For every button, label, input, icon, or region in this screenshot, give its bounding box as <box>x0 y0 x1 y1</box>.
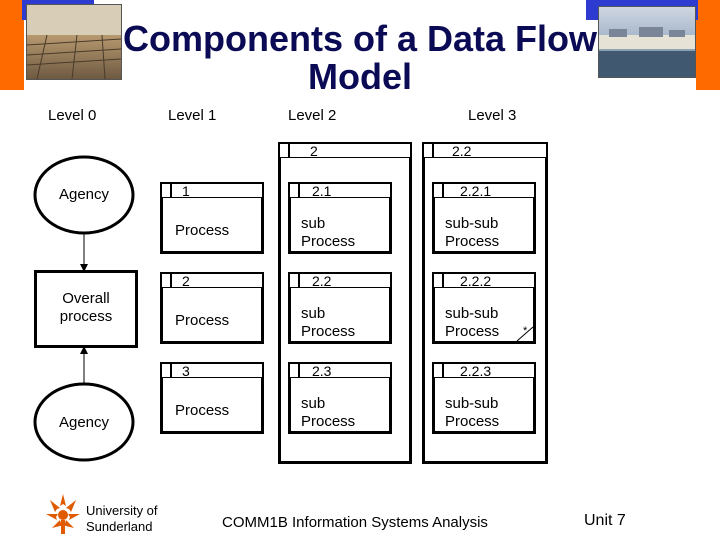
process-label: sub-sub Process <box>445 215 500 250</box>
course-name: Information Systems Analysis <box>292 514 488 531</box>
process-label: Process <box>175 402 230 419</box>
overall-process-box <box>34 270 138 348</box>
agency-top: Agency <box>58 186 110 203</box>
process-id: 1 <box>182 183 190 199</box>
level1-process-2: 2 Process <box>160 272 264 344</box>
university-name: University of Sunderland <box>86 503 158 534</box>
level3-subsubprocess-2: 2.2.2 sub-sub Process * <box>432 272 536 344</box>
process-id: 2.1 <box>312 183 332 199</box>
container-id: 2.2 <box>452 143 472 159</box>
corner-orange-left <box>0 0 24 90</box>
unit-label: Unit 7 <box>584 512 626 529</box>
process-label: sub Process <box>301 215 356 250</box>
process-label: sub-sub Process <box>445 305 500 340</box>
asterisk-marker: * <box>523 325 528 337</box>
page-title: Components of a Data Flow Model <box>122 18 597 97</box>
process-label: sub Process <box>301 305 356 340</box>
level2-subprocess-2: 2.2 sub Process <box>288 272 392 344</box>
agency-bottom: Agency <box>58 414 110 431</box>
process-id: 2.2 <box>312 273 332 289</box>
course-code: COMM1B <box>222 514 288 531</box>
corner-slash-mark <box>516 326 534 342</box>
level-label-3: Level 3 <box>468 107 517 124</box>
process-label: Process <box>175 312 230 329</box>
container-id: 2 <box>310 143 318 159</box>
process-id: 2.3 <box>312 363 332 379</box>
process-id: 2 <box>182 273 190 289</box>
level3-subsubprocess-3: 2.2.3 sub-sub Process <box>432 362 536 434</box>
process-label: sub Process <box>301 395 356 430</box>
level-label-1: Level 1 <box>168 107 217 124</box>
process-id: 2.2.1 <box>460 183 492 199</box>
level2-subprocess-3: 2.3 sub Process <box>288 362 392 434</box>
process-id: 2.2.3 <box>460 363 492 379</box>
process-id: 3 <box>182 363 190 379</box>
process-id: 2.2.2 <box>460 273 492 289</box>
level1-process-3: 3 Process <box>160 362 264 434</box>
corner-photo-right <box>598 6 696 78</box>
corner-orange-right <box>696 0 720 90</box>
overall-process-label: Overall process <box>59 290 113 325</box>
level3-subsubprocess-1: 2.2.1 sub-sub Process <box>432 182 536 254</box>
level2-subprocess-1: 2.1 sub Process <box>288 182 392 254</box>
level-label-0: Level 0 <box>48 107 97 124</box>
process-label: Process <box>175 222 230 239</box>
university-logo-icon <box>46 494 80 534</box>
level1-process-1: 1 Process <box>160 182 264 254</box>
corner-photo-left <box>26 4 122 80</box>
course-title: COMM1B Information Systems Analysis <box>222 514 488 531</box>
level-label-2: Level 2 <box>288 107 337 124</box>
process-label: sub-sub Process <box>445 395 500 430</box>
